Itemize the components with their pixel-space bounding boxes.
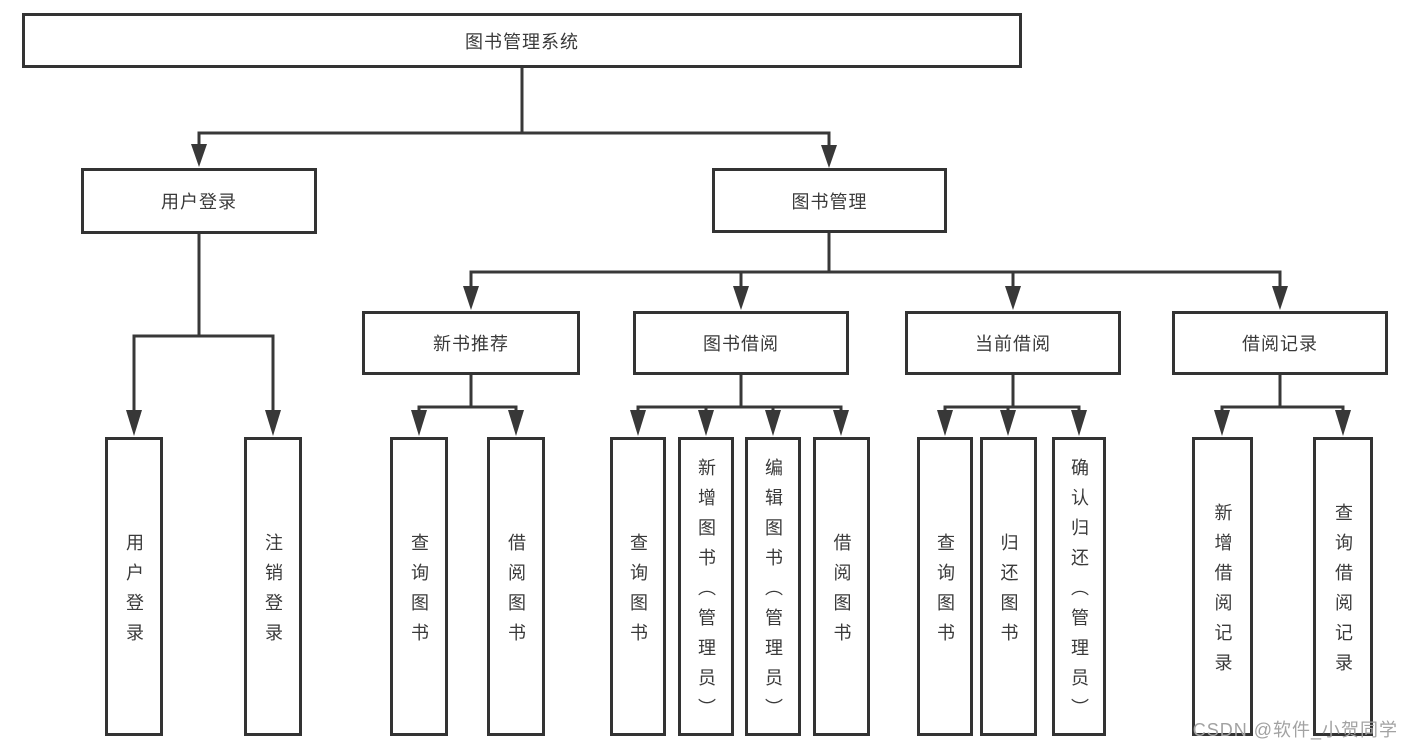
node-new-book-rec: 新书推荐	[362, 311, 580, 375]
node-user-login-label: 用户登录	[161, 192, 237, 212]
node-book-borrow: 图书借阅	[633, 311, 849, 375]
leaf-query-borrow-record-label: 查询借阅记录	[1333, 502, 1353, 683]
node-book-borrow-label: 图书借阅	[703, 334, 779, 354]
node-book-mgmt-label: 图书管理	[791, 191, 868, 212]
connector-new-book-rec-to-leaves	[411, 374, 524, 436]
connector-book-mgmt-to-level3	[463, 232, 1288, 310]
leaf-borrow-books-rec-label: 借阅图书	[506, 532, 526, 653]
leaf-borrow-books: 借阅图书	[813, 437, 870, 736]
leaf-query-books-current-label: 查询图书	[935, 532, 955, 653]
leaf-return-book: 归还图书	[980, 437, 1037, 736]
node-current-borrow: 当前借阅	[905, 311, 1121, 375]
leaf-logout-label: 注销登录	[263, 532, 283, 653]
leaf-user-login: 用户登录	[105, 437, 163, 736]
leaf-confirm-return-admin-label: 确认归还（管理员）	[1069, 457, 1089, 728]
leaf-add-borrow-record: 新增借阅记录	[1192, 437, 1253, 736]
connector-root-to-level2	[191, 68, 837, 168]
node-library-system: 图书管理系统	[22, 13, 1022, 68]
node-library-system-label: 图书管理系统	[465, 31, 579, 52]
node-borrow-records: 借阅记录	[1172, 311, 1388, 375]
connector-user-login-to-leaves	[126, 233, 281, 436]
leaf-confirm-return-admin: 确认归还（管理员）	[1052, 437, 1106, 736]
leaf-query-books-borrow-label: 查询图书	[628, 532, 648, 653]
leaf-borrow-books-rec: 借阅图书	[487, 437, 545, 736]
leaf-borrow-books-label: 借阅图书	[831, 532, 852, 653]
leaf-user-login-label: 用户登录	[124, 532, 144, 653]
node-current-borrow-label: 当前借阅	[975, 334, 1051, 354]
leaf-edit-book-admin-label: 编辑图书（管理员）	[763, 457, 783, 728]
leaf-add-book-admin: 新增图书（管理员）	[678, 437, 734, 736]
leaf-query-borrow-record: 查询借阅记录	[1313, 437, 1373, 736]
leaf-query-books-borrow: 查询图书	[610, 437, 666, 736]
leaf-query-books-rec: 查询图书	[390, 437, 448, 736]
node-borrow-records-label: 借阅记录	[1242, 334, 1318, 354]
leaf-query-books-rec-label: 查询图书	[409, 532, 429, 653]
csdn-watermark: CSDN @软件_小贺同学	[1192, 720, 1398, 740]
node-book-mgmt: 图书管理	[712, 168, 947, 233]
leaf-edit-book-admin: 编辑图书（管理员）	[745, 437, 801, 736]
connector-current-borrow-to-leaves	[937, 374, 1087, 436]
leaf-add-borrow-record-label: 新增借阅记录	[1212, 502, 1233, 683]
connector-book-borrow-to-leaves	[630, 374, 849, 436]
leaf-query-books-current: 查询图书	[917, 437, 973, 736]
leaf-add-book-admin-label: 新增图书（管理员）	[696, 457, 716, 728]
connector-borrow-records-to-leaves	[1214, 374, 1351, 436]
node-user-login: 用户登录	[81, 168, 317, 234]
leaf-logout: 注销登录	[244, 437, 302, 736]
leaf-return-book-label: 归还图书	[998, 532, 1019, 653]
node-new-book-rec-label: 新书推荐	[433, 334, 509, 354]
